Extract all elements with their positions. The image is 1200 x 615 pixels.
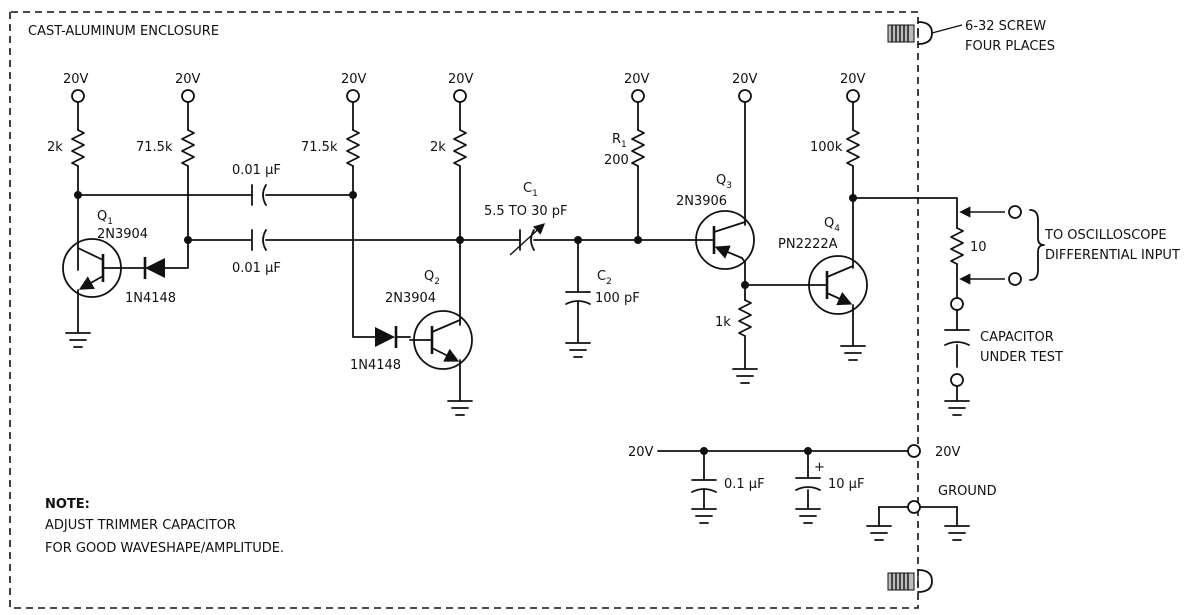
supply-label-5: 20V	[624, 72, 650, 87]
label-q2-part: 2N3904	[385, 291, 436, 306]
supply-label-4: 20V	[448, 72, 474, 87]
supply-label-3: 20V	[341, 72, 367, 87]
label-polarity: +	[814, 460, 825, 475]
label-c-cross-1: 0.01 µF	[232, 163, 281, 178]
resistors	[71, 129, 964, 337]
brace	[1029, 209, 1045, 281]
label-q2-ref: Q2	[424, 269, 440, 287]
label-r-bias-1: 71.5k	[136, 140, 173, 155]
supply-label-7: 20V	[840, 72, 866, 87]
label-c2-value: 100 pF	[595, 291, 640, 306]
label-dut-line-2: UNDER TEST	[980, 350, 1063, 365]
label-scope-line-1: TO OSCILLOSCOPE	[1044, 228, 1167, 243]
label-scope-line-2: DIFFERENTIAL INPUT	[1045, 248, 1180, 263]
wires	[77, 101, 1005, 526]
label-r-q1: 2k	[47, 140, 63, 155]
transistor-q2	[409, 310, 473, 370]
transistor-q1	[62, 238, 146, 298]
label-d2-part: 1N4148	[350, 358, 401, 373]
label-r-sense: 10	[970, 240, 987, 255]
label-c-bypass-2: 10 µF	[828, 477, 864, 492]
resistor-q1-collector	[71, 129, 85, 167]
label-c1-value: 5.5 TO 30 pF	[484, 204, 568, 219]
capacitors	[251, 184, 970, 493]
terminals	[71, 89, 1022, 514]
supply-label-2: 20V	[175, 72, 201, 87]
label-r1-ref: R1	[612, 132, 627, 150]
label-r-bias-2: 71.5k	[301, 140, 338, 155]
screw-icon	[887, 21, 933, 45]
transistor-q4	[808, 255, 868, 315]
label-r1-value: 200	[604, 153, 629, 168]
resistor-r1	[631, 129, 645, 167]
supply-terminals: 20V 20V 20V 20V 20V 20V 20V	[63, 72, 866, 87]
label-q4-ref: Q4	[824, 216, 840, 234]
enclosure-outline	[9, 11, 919, 609]
label-r-q2: 2k	[430, 140, 446, 155]
label-q4-part: PN2222A	[778, 237, 838, 252]
diode-d2	[375, 326, 411, 348]
label-q1-ref: Q1	[97, 209, 113, 227]
supply-label-1: 20V	[63, 72, 89, 87]
label-c1-ref: C1	[523, 181, 538, 199]
supply-label-6: 20V	[732, 72, 758, 87]
note-line-1: ADJUST TRIMMER CAPACITOR	[45, 518, 236, 533]
resistor-q3-emitter	[738, 299, 752, 337]
diode-d1	[143, 257, 165, 279]
label-bus-20v-left: 20V	[628, 445, 654, 460]
note-line-2: FOR GOOD WAVESHAPE/AMPLITUDE.	[45, 541, 284, 556]
label-r-q4: 100k	[810, 140, 843, 155]
label-q1-part: 2N3904	[97, 227, 148, 242]
label-bus-20v-right: 20V	[935, 445, 961, 460]
screw-note-line-1: 6-32 SCREW	[965, 19, 1046, 34]
resistor-q4-collector	[846, 129, 860, 167]
junction-dots	[74, 191, 857, 455]
note-title: NOTE:	[45, 497, 90, 512]
label-d1-part: 1N4148	[125, 291, 176, 306]
ground-symbols	[65, 332, 970, 541]
label-r-q3-emitter: 1k	[715, 315, 731, 330]
label-q3-part: 2N3906	[676, 194, 727, 209]
label-dut-line-1: CAPACITOR	[980, 330, 1054, 345]
resistor-sense	[950, 227, 964, 265]
label-c-bypass-1: 0.1 µF	[724, 477, 765, 492]
screw-note-line-2: FOUR PLACES	[965, 39, 1055, 54]
enclosure-label: CAST-ALUMINUM ENCLOSURE	[28, 24, 219, 39]
resistor-bias-2	[346, 129, 360, 167]
screw-icon	[887, 569, 933, 593]
label-q3-ref: Q3	[716, 173, 732, 191]
label-c-cross-2: 0.01 µF	[232, 261, 281, 276]
resistor-q2-collector	[453, 129, 467, 167]
label-c2-ref: C2	[597, 269, 612, 287]
transistor-q3	[694, 210, 755, 270]
label-ground: GROUND	[938, 484, 997, 499]
resistor-bias-1	[181, 129, 195, 167]
